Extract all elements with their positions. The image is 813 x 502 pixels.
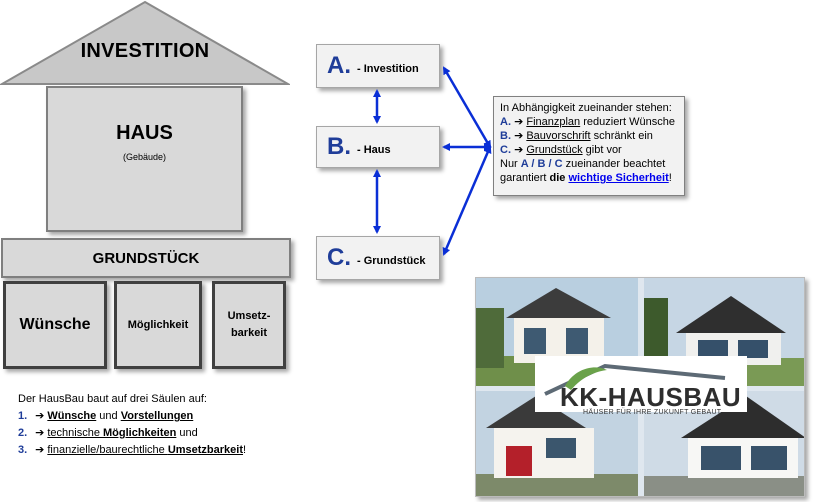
arrow-right-icon: ➔ — [514, 130, 524, 142]
box-letter: B. — [327, 133, 351, 160]
list-text: ! — [243, 444, 247, 456]
arrow-right-icon: ➔ — [35, 410, 45, 422]
info-line-b: B. ➔ Bauvorschrift schränkt ein — [500, 129, 678, 143]
security-link[interactable]: wichtige Sicherheit — [568, 172, 669, 184]
arrow-right-icon: ➔ — [514, 116, 524, 128]
info-text: Nur — [500, 158, 521, 170]
list-text: Umsetzbarkeit — [167, 444, 244, 456]
info-heading: In Abhängigkeit zueinander stehen: — [500, 102, 672, 114]
pillars-intro: Der HausBau baut auf drei Säulen auf: — [18, 393, 207, 405]
info-abc: A / B / C — [520, 158, 563, 170]
info-text: die — [549, 172, 569, 184]
logo-box — [535, 356, 747, 412]
list-number: 2. — [18, 427, 28, 439]
box-house: B. - Haus — [316, 126, 440, 168]
info-text: zueinander beachtet — [562, 158, 666, 170]
box-letter: C. — [327, 244, 351, 271]
pillar-feasibility-label-2: barkeit — [230, 327, 268, 339]
info-line-a: A. ➔ Finanzplan reduziert Wünsche — [500, 115, 678, 129]
list-item: 2. ➔ technische Möglichkeiten und — [18, 426, 198, 439]
pillar-wishes-label: Wünsche — [19, 316, 91, 333]
list-item: 1. ➔ Wünsche und Vorstellungen — [18, 409, 193, 422]
house-body — [46, 86, 243, 232]
list-item: 3. ➔ finanzielle/baurechtliche Umsetzbar… — [18, 443, 246, 456]
ground-block: GRUNDSTÜCK — [1, 238, 291, 278]
info-letter: A. — [500, 116, 511, 128]
info-link-finance[interactable]: Finanzplan — [526, 116, 581, 128]
list-text: und — [96, 410, 121, 422]
arrow-right-icon: ➔ — [514, 144, 524, 156]
box-letter: A. — [327, 52, 351, 79]
list-number: 3. — [18, 444, 28, 456]
pillar-possibility-label: Möglichkeit — [127, 319, 189, 331]
info-line-garant: garantiert die wichtige Sicherheit! — [500, 171, 678, 185]
box-land: C. - Grundstück — [316, 236, 440, 280]
arrow-info-a — [442, 66, 492, 149]
list-number: 1. — [18, 410, 28, 422]
box-label: - Haus — [357, 144, 391, 156]
pillar-possibility: Möglichkeit — [114, 281, 202, 369]
house-sublabel: (Gebäude) — [122, 152, 167, 162]
info-line-c: C. ➔ Grundstück gibt vor — [500, 143, 678, 157]
info-text: garantiert — [500, 172, 550, 184]
house-label: HAUS — [116, 122, 173, 144]
list-text: finanzielle/baurechtliche — [47, 444, 168, 456]
arrow-right-icon: ➔ — [35, 427, 45, 439]
ground-label: GRUNDSTÜCK — [92, 249, 200, 267]
info-link-land[interactable]: Grundstück — [526, 144, 583, 156]
logo-tagline: HÄUSER FÜR IHRE ZUKUNFT GEBAUT — [583, 409, 722, 416]
pillar-wishes: Wünsche — [3, 281, 107, 369]
list-text: Wünsche — [47, 410, 97, 422]
logo-roof-icon — [544, 363, 726, 396]
box-investment: A. - Investition — [316, 44, 440, 88]
box-label: - Grundstück — [357, 255, 426, 267]
info-line-nur: Nur A / B / C zueinander beachtet — [500, 157, 678, 171]
pillar-feasibility-label-1: Umsetz- — [227, 310, 271, 322]
info-text: reduziert Wünsche — [580, 116, 675, 128]
arrow-info-c — [442, 145, 492, 256]
info-text: gibt vor — [582, 144, 622, 156]
roof-shape — [0, 0, 290, 85]
list-text: Möglichkeiten — [103, 427, 177, 439]
roof-label: INVESTITION — [80, 40, 210, 62]
list-text: Vorstellungen — [120, 410, 194, 422]
info-text: ! — [668, 172, 672, 184]
box-label: - Investition — [357, 63, 419, 75]
arrow-right-icon: ➔ — [35, 444, 45, 456]
info-link-regulation[interactable]: Bauvorschrift — [526, 130, 591, 142]
info-text: schränkt ein — [590, 130, 653, 142]
info-letter: B. — [500, 130, 511, 142]
info-letter: C. — [500, 144, 511, 156]
info-box: In Abhängigkeit zueinander stehen: A. ➔ … — [493, 96, 685, 196]
pillar-feasibility: Umsetz- barkeit — [212, 281, 286, 369]
logo-brand: KK-HAUSBAU — [560, 382, 742, 412]
list-text: und — [176, 427, 198, 439]
list-text: technische — [47, 427, 103, 439]
